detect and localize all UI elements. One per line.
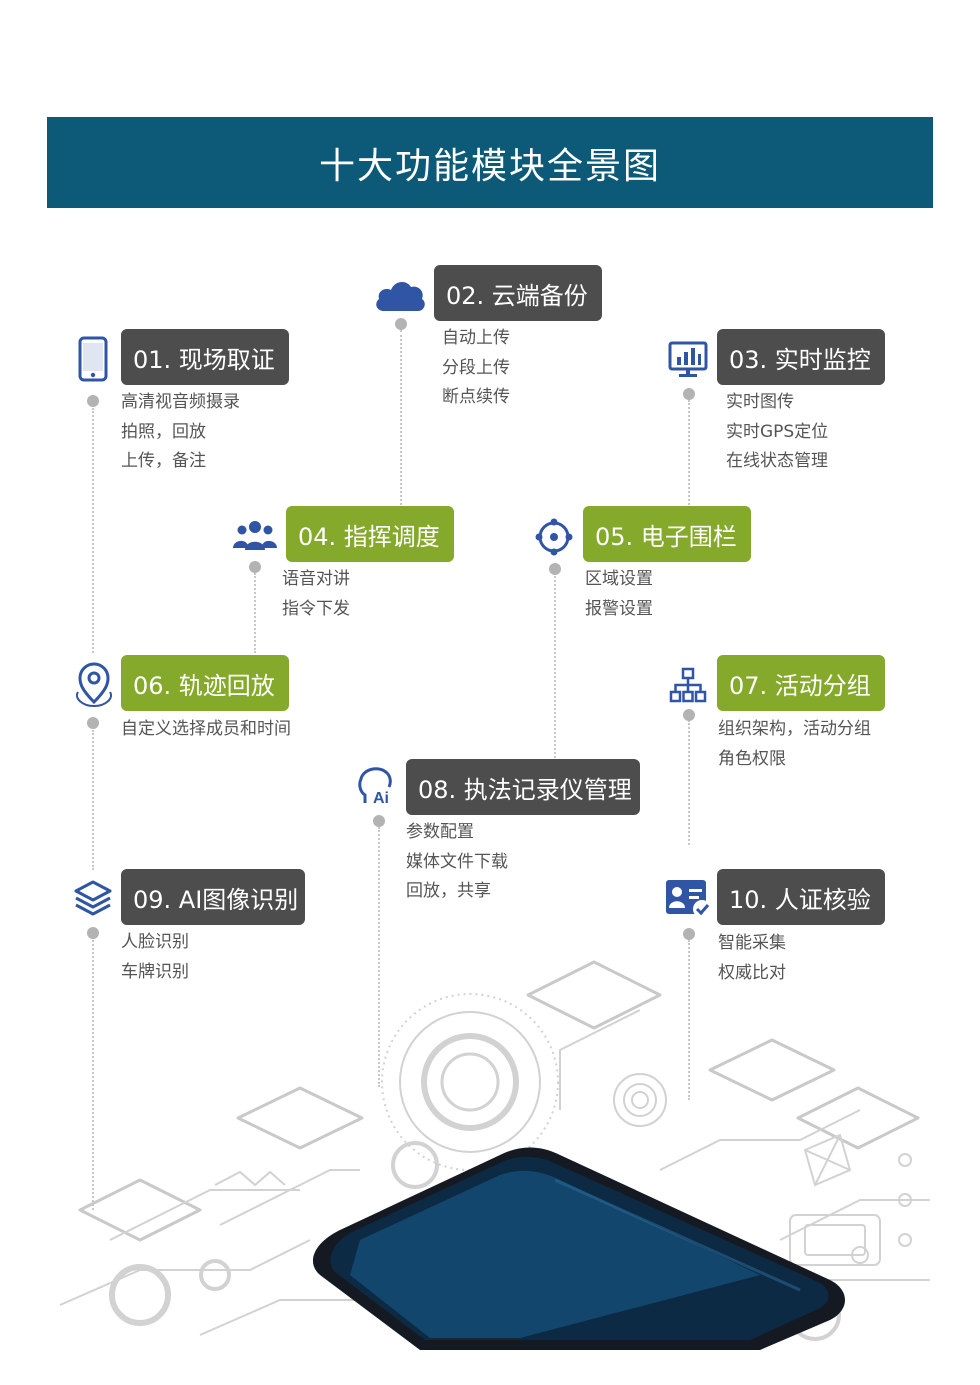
module-title-04: 04. 指挥调度 xyxy=(286,506,454,562)
connector-dot xyxy=(549,563,561,575)
connector-line xyxy=(92,408,94,653)
connector-line xyxy=(688,940,690,1100)
module-desc-05: 区域设置 报警设置 xyxy=(585,565,653,624)
svg-text:Ai: Ai xyxy=(373,790,389,807)
module-title-06: 06. 轨迹回放 xyxy=(121,655,289,711)
module-title-01: 01. 现场取证 xyxy=(121,329,289,385)
connector-line xyxy=(92,730,94,870)
phone-icon xyxy=(78,336,108,382)
connector-dot xyxy=(87,927,99,939)
connector-line xyxy=(554,573,556,758)
desc-line: 回放，共享 xyxy=(406,881,491,901)
desc-line: 参数配置 xyxy=(406,822,474,842)
target-icon xyxy=(535,518,573,556)
id-card-check-icon xyxy=(666,880,711,918)
desc-line: 车牌识别 xyxy=(121,961,189,982)
monitor-chart-icon xyxy=(668,341,708,377)
connector-line xyxy=(400,330,402,505)
module-desc-01: 高清视音频摄录 拍照，回放 上传，备注 xyxy=(121,388,240,477)
desc-line: 自定义选择成员和时间 xyxy=(121,719,291,739)
desc-line: 报警设置 xyxy=(585,598,653,619)
desc-line: 实时图传 xyxy=(726,392,794,412)
module-desc-09: 人脸识别 车牌识别 xyxy=(121,928,189,987)
desc-line: 断点续传 xyxy=(442,387,510,407)
org-chart-icon xyxy=(669,667,707,703)
desc-line: 自动上传 xyxy=(442,328,510,348)
desc-line: 智能采集 xyxy=(718,933,786,953)
group-icon xyxy=(233,521,277,550)
desc-line: 语音对讲 xyxy=(282,569,350,589)
module-title-02: 02. 云端备份 xyxy=(434,265,602,321)
module-desc-07: 组织架构，活动分组 角色权限 xyxy=(718,715,871,774)
connector-line xyxy=(688,720,690,845)
desc-line: 在线状态管理 xyxy=(726,451,828,471)
connector-line xyxy=(688,400,690,505)
desc-line: 权威比对 xyxy=(718,962,786,983)
desc-line: 媒体文件下载 xyxy=(406,851,508,872)
module-title-07: 07. 活动分组 xyxy=(717,655,885,711)
desc-line: 组织架构，活动分组 xyxy=(718,719,871,739)
desc-line: 区域设置 xyxy=(585,569,653,589)
connector-dot xyxy=(87,717,99,729)
connector-dot xyxy=(373,815,385,827)
ai-head-icon: Ai xyxy=(358,767,392,807)
connector-dot xyxy=(683,709,695,721)
desc-line: 角色权限 xyxy=(718,748,786,769)
connector-dot xyxy=(249,561,261,573)
layers-icon xyxy=(74,880,112,916)
tech-background-illustration xyxy=(59,960,930,1350)
desc-line: 上传，备注 xyxy=(121,451,206,471)
connector-dot xyxy=(395,318,407,330)
desc-line: 高清视音频摄录 xyxy=(121,392,240,412)
connector-dot xyxy=(683,928,695,940)
desc-line: 实时GPS定位 xyxy=(726,421,829,442)
module-title-03: 03. 实时监控 xyxy=(717,329,885,385)
desc-line: 指令下发 xyxy=(282,598,350,619)
module-desc-08: 参数配置 媒体文件下载 回放，共享 xyxy=(406,818,508,907)
module-desc-02: 自动上传 分段上传 断点续传 xyxy=(442,324,510,413)
cloud-icon xyxy=(376,281,425,311)
module-desc-04: 语音对讲 指令下发 xyxy=(282,565,350,624)
module-title-08: 08. 执法记录仪管理 xyxy=(406,759,640,815)
location-pin-icon xyxy=(76,662,112,708)
module-desc-10: 智能采集 权威比对 xyxy=(718,929,786,988)
connector-dot xyxy=(683,388,695,400)
connector-line xyxy=(378,827,380,1087)
connector-dot xyxy=(87,395,99,407)
module-title-05: 05. 电子围栏 xyxy=(583,506,751,562)
module-title-09: 09. AI图像识别 xyxy=(121,869,305,925)
desc-line: 人脸识别 xyxy=(121,932,189,952)
module-desc-06: 自定义选择成员和时间 xyxy=(121,715,291,745)
connector-line xyxy=(92,940,94,1210)
module-title-10: 10. 人证核验 xyxy=(717,869,885,925)
desc-line: 分段上传 xyxy=(442,357,510,378)
module-desc-03: 实时图传 实时GPS定位 在线状态管理 xyxy=(726,388,828,477)
page-title: 十大功能模块全景图 xyxy=(318,145,661,187)
desc-line: 拍照，回放 xyxy=(121,421,206,442)
connector-line xyxy=(254,573,256,653)
title-banner: 十大功能模块全景图 xyxy=(47,117,933,208)
